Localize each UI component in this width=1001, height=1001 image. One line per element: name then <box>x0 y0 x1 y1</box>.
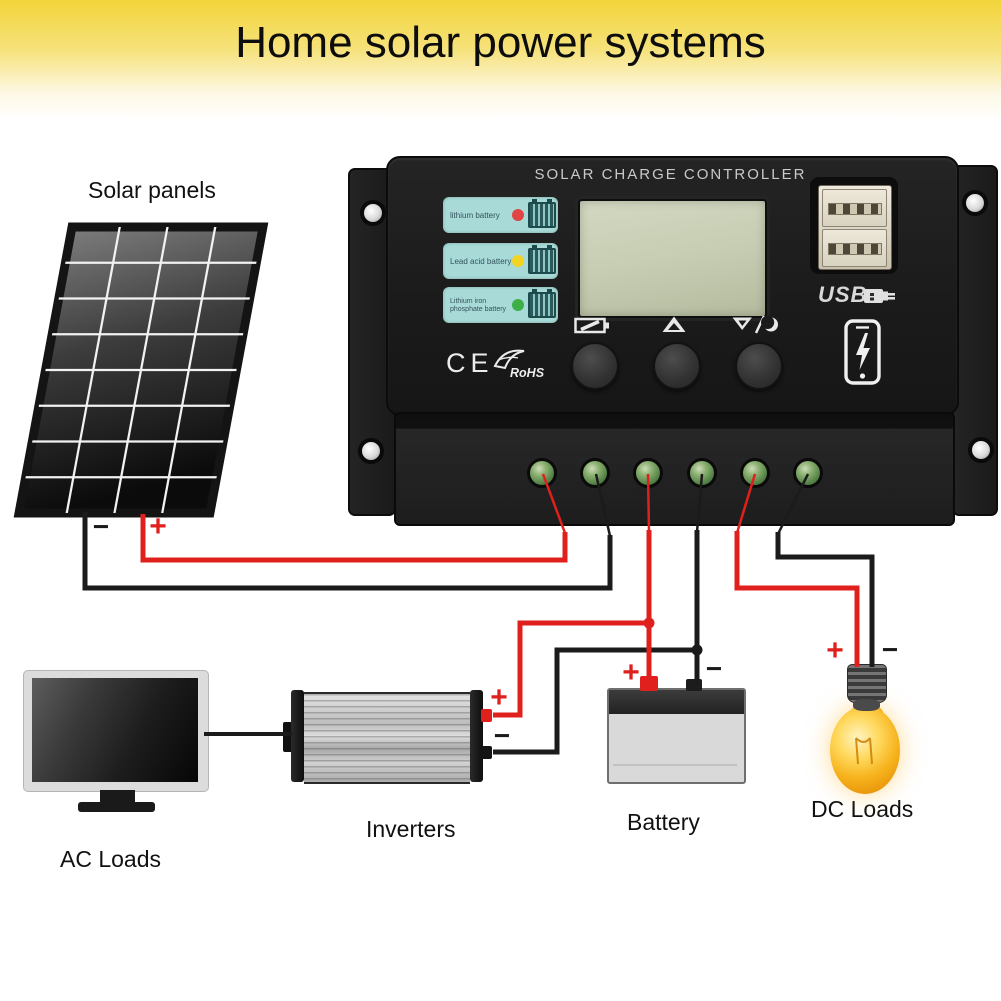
battery-icon <box>528 289 556 318</box>
mount-screw-hole <box>358 438 384 464</box>
inverter-ac-connector <box>283 722 294 752</box>
usb-contacts <box>828 203 882 215</box>
indicator-label: lithium battery <box>450 211 500 221</box>
battery-plus-sign: + <box>622 656 640 689</box>
battery-charge-icon <box>574 317 609 334</box>
inverter <box>304 692 470 784</box>
indicator-label: Lead acid battery <box>450 257 512 267</box>
indicator-lithium-iron-phosphate: Lithium iron phosphate battery <box>443 287 558 323</box>
terminal-battery-minus <box>687 458 717 488</box>
indicator-lead-acid-battery: Lead acid battery <box>443 243 558 279</box>
battery-case-line <box>613 764 737 766</box>
rohs-leaf-icon <box>493 349 525 370</box>
bulb-collar <box>853 699 880 711</box>
phone-charging-icon <box>844 319 881 385</box>
mount-screw-hole <box>968 437 994 463</box>
controller-terminal-block <box>394 412 955 526</box>
inverter-minus-sign: − <box>493 720 511 751</box>
red-led-icon <box>512 209 524 221</box>
indicator-label: Lithium iron phosphate battery <box>450 297 507 313</box>
ce-mark: CE <box>446 348 494 378</box>
bulb-filament <box>855 737 873 765</box>
inverter-plus-terminal <box>481 709 492 722</box>
usb-port-top <box>822 189 887 227</box>
terminal-load-minus <box>793 458 823 488</box>
page-title: Home solar power systems <box>235 18 766 67</box>
dc-plus-sign: + <box>826 634 844 667</box>
usb-port-bottom <box>822 229 887 267</box>
battery-icon <box>528 199 556 228</box>
battery-top-band <box>609 690 744 714</box>
battery-label: Battery <box>627 809 700 835</box>
yellow-led-icon <box>512 255 524 267</box>
solar-panels-label: Solar panels <box>88 177 216 203</box>
green-led-icon <box>512 299 524 311</box>
controller-title: SOLAR CHARGE CONTROLLER <box>534 166 807 183</box>
monitor-stand-neck <box>100 790 135 803</box>
inverter-left-cap <box>291 690 304 782</box>
inverter-plus-sign: + <box>490 681 508 714</box>
battery-plus-terminal <box>640 676 658 691</box>
battery <box>607 688 746 784</box>
battery-icon <box>528 245 556 274</box>
monitor-screen <box>32 678 198 782</box>
controller-button-up <box>653 342 701 390</box>
mount-screw-hole <box>962 190 988 216</box>
dc-loads-label: DC Loads <box>811 796 914 822</box>
header-banner <box>0 0 1001 120</box>
mount-screw-hole <box>360 200 386 226</box>
indicator-lithium-battery: lithium battery <box>443 197 558 233</box>
bulb-screw-cap <box>847 664 887 703</box>
solar-plus-sign: + <box>149 510 167 543</box>
rohs-label: RoHS <box>510 366 545 380</box>
arrow-up-icon <box>662 316 686 332</box>
light-bulb <box>830 706 900 794</box>
terminal-load-plus <box>740 458 770 488</box>
controller-button-battery <box>571 342 619 390</box>
usb-contacts <box>828 243 882 255</box>
solar-panel <box>13 222 269 518</box>
rohs-mark: RoHS <box>492 346 554 384</box>
battery-minus-sign: − <box>705 653 723 684</box>
battery-minus-terminal <box>686 679 702 691</box>
terminal-battery-plus <box>633 458 663 488</box>
inverters-label: Inverters <box>366 816 456 842</box>
usb-plug-icon <box>864 289 895 303</box>
controller-button-down <box>735 342 783 390</box>
usb-label: USB <box>818 282 868 307</box>
lcd-screen <box>578 199 767 318</box>
terminal-solar-plus <box>527 458 557 488</box>
solar-minus-sign: − <box>92 511 110 542</box>
arrow-down-moon-icon <box>732 315 778 334</box>
inverter-right-cap <box>470 690 483 782</box>
terminal-solar-minus <box>580 458 610 488</box>
dc-minus-sign: − <box>881 634 899 665</box>
dual-usb-ports <box>818 185 892 270</box>
inverter-minus-terminal <box>481 746 492 759</box>
monitor-stand-base <box>78 802 155 812</box>
ac-loads-label: AC Loads <box>60 846 162 872</box>
